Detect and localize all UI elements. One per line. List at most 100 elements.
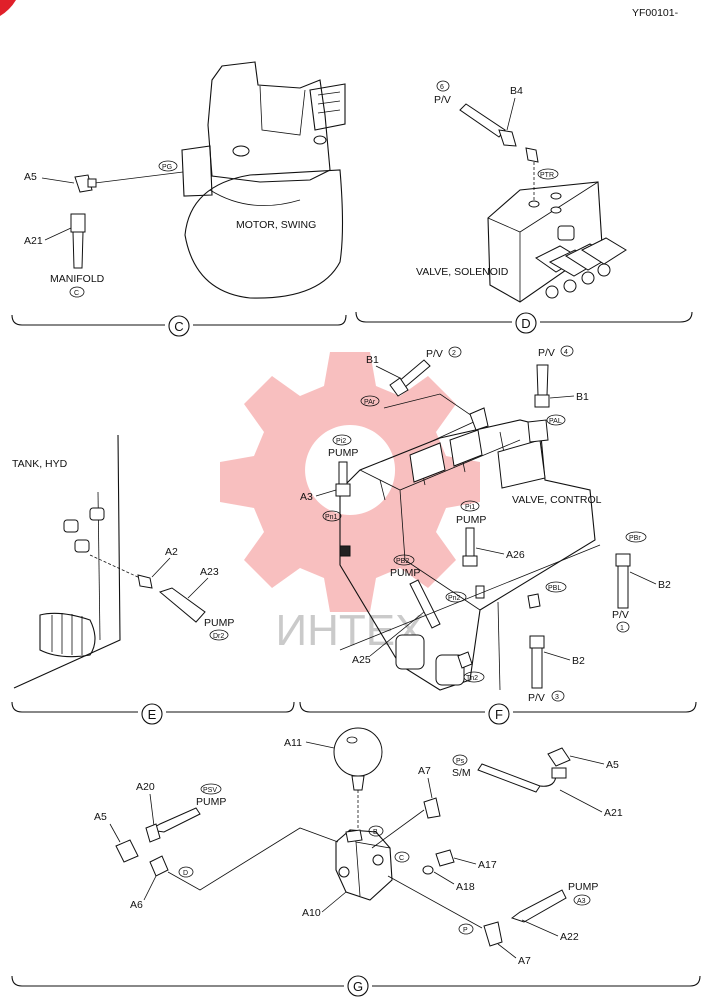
hose-a23	[158, 587, 206, 623]
swing-motor-base	[184, 169, 344, 299]
svg-text:A21: A21	[24, 235, 43, 247]
tank-outline	[13, 434, 121, 689]
svg-text:P: P	[463, 927, 468, 934]
section-label-d	[515, 312, 537, 334]
svg-text:P/V: P/V	[528, 692, 545, 704]
svg-text:MANIFOLD: MANIFOLD	[50, 273, 105, 285]
callout-pv6	[436, 80, 450, 92]
svg-text:PG: PG	[162, 164, 172, 171]
svg-text:Pn1: Pn1	[325, 514, 338, 521]
svg-text:A25: A25	[352, 654, 371, 666]
svg-text:PAr: PAr	[364, 399, 376, 406]
svg-text:A2: A2	[165, 546, 178, 558]
separator-e	[11, 701, 295, 713]
hose-b2-right	[615, 553, 631, 567]
svg-text:B1: B1	[576, 391, 589, 403]
svg-text:PUMP: PUMP	[196, 796, 226, 808]
svg-text:PUMP: PUMP	[456, 514, 486, 526]
svg-text:P/V: P/V	[426, 348, 443, 360]
label-tank-hyd: TANK, HYD	[12, 458, 68, 470]
section-label-c	[168, 315, 190, 337]
hose-b1-right	[536, 364, 549, 396]
svg-text:PBr: PBr	[629, 535, 641, 542]
svg-text:Dr2: Dr2	[213, 633, 224, 640]
fitting-a2	[137, 574, 153, 589]
section-label-f	[488, 703, 510, 725]
svg-text:Pi2: Pi2	[336, 438, 346, 445]
svg-text:2: 2	[452, 350, 456, 357]
svg-text:A17: A17	[478, 859, 497, 871]
callout-pg	[158, 160, 178, 172]
svg-text:6: 6	[440, 84, 444, 91]
svg-text:P/V: P/V	[612, 609, 629, 621]
svg-text:B1: B1	[366, 354, 379, 366]
fitting-a26	[465, 527, 475, 557]
svg-text:D: D	[521, 316, 530, 331]
svg-text:A6: A6	[130, 899, 143, 911]
svg-text:A10: A10	[302, 907, 321, 919]
document-code: YF00101-	[632, 7, 679, 19]
svg-text:1: 1	[620, 625, 624, 632]
fitting-a6	[149, 855, 169, 877]
bolt-a17	[435, 849, 455, 867]
svg-text:PTR: PTR	[540, 172, 554, 179]
accumulator-a11	[333, 727, 383, 777]
svg-text:P/V: P/V	[434, 94, 451, 106]
svg-text:F: F	[495, 707, 503, 722]
section-label-g	[347, 975, 369, 997]
svg-text:A11: A11	[284, 737, 302, 749]
separator-c	[11, 314, 347, 326]
svg-text:Tn2: Tn2	[466, 675, 478, 682]
svg-text:PB2: PB2	[396, 558, 409, 565]
solenoid-valve-block	[487, 181, 603, 303]
svg-text:Ps: Ps	[456, 758, 465, 765]
svg-text:A7: A7	[418, 765, 431, 777]
section-e: TANK, HYD A2 A23 PUMP Dr2 E	[11, 434, 295, 725]
svg-text:B2: B2	[658, 579, 671, 591]
svg-text:PBL: PBL	[548, 585, 561, 592]
svg-text:A5: A5	[94, 811, 107, 823]
svg-text:Pn2: Pn2	[448, 595, 461, 602]
fitting-a5-right	[547, 747, 571, 767]
section-g: A11 A10 A7 B Ps S/M A5 A21 A17	[11, 727, 701, 997]
label-valve-solenoid: VALVE, SOLENOID	[416, 266, 509, 278]
line-a21	[477, 763, 541, 793]
fitting-a7-bottom	[483, 921, 503, 947]
separator-f	[299, 701, 697, 713]
label-motor-swing: MOTOR, SWING	[236, 219, 316, 231]
svg-text:A7: A7	[518, 955, 531, 967]
svg-text:PUMP: PUMP	[328, 447, 358, 459]
fitting-a5-left	[115, 839, 139, 863]
svg-text:S/M: S/M	[452, 767, 471, 779]
svg-text:D: D	[183, 870, 188, 877]
svg-text:C: C	[74, 290, 79, 297]
svg-text:4: 4	[564, 349, 568, 356]
section-d: 6 P/V B4 PTR VALVE, SOLENOID D	[355, 80, 693, 334]
svg-text:PUMP: PUMP	[390, 567, 420, 579]
svg-text:G: G	[353, 979, 363, 994]
svg-text:PSV: PSV	[203, 787, 217, 794]
svg-text:A26: A26	[506, 549, 525, 561]
svg-text:A21: A21	[604, 807, 623, 819]
svg-text:A3: A3	[300, 491, 313, 503]
svg-text:PUMP: PUMP	[568, 881, 598, 893]
svg-text:B: B	[373, 829, 378, 836]
hose-a25	[409, 579, 441, 629]
svg-text:A22: A22	[560, 931, 579, 943]
hose-a21	[70, 213, 86, 233]
separator-d	[355, 311, 693, 323]
callout-ptr	[537, 168, 559, 180]
svg-text:C: C	[174, 319, 183, 334]
washer-a18	[422, 865, 434, 875]
hose-a22	[510, 889, 567, 923]
hose-a20	[148, 807, 201, 833]
separator-g	[11, 975, 701, 987]
svg-text:PAL: PAL	[549, 418, 562, 425]
label-valve-control: VALVE, CONTROL	[512, 494, 602, 506]
svg-text:B4: B4	[510, 85, 523, 97]
svg-text:Pi1: Pi1	[465, 504, 475, 511]
valve-block-a10	[335, 829, 393, 901]
fitting-a7-top	[423, 797, 441, 819]
svg-text:C: C	[399, 855, 404, 862]
